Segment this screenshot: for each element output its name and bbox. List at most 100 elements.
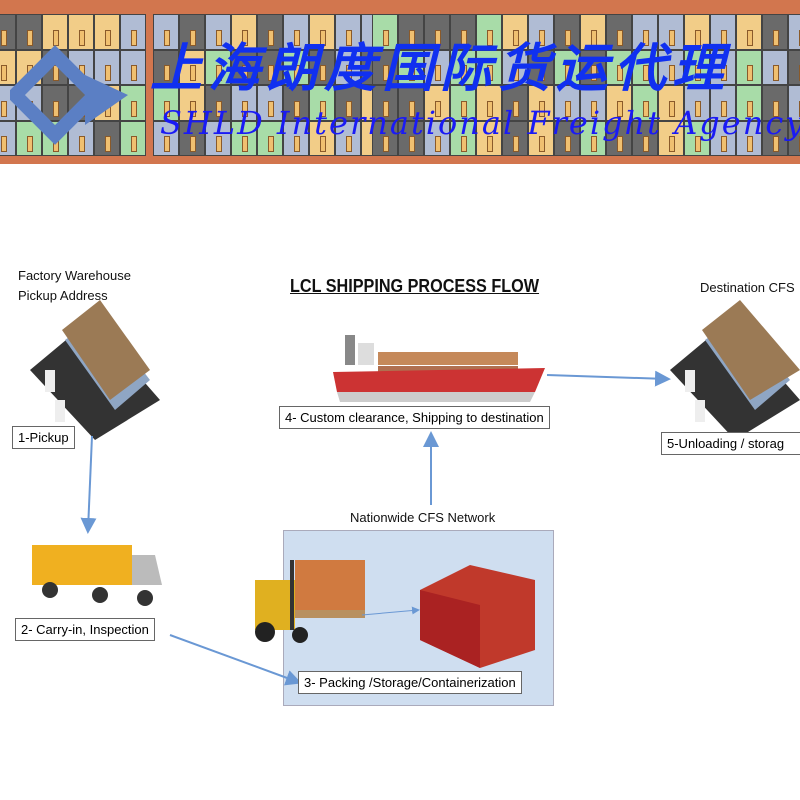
container-box [450, 49, 476, 85]
container-box [554, 49, 580, 85]
container-box [684, 14, 710, 50]
container-box [580, 49, 606, 85]
container-box [554, 14, 580, 50]
container-box [606, 14, 632, 50]
container-box [0, 120, 16, 156]
container-box [231, 85, 257, 121]
container-box [398, 120, 424, 156]
container-box [710, 120, 736, 156]
arrow-forklift-to-container [361, 606, 420, 616]
container-box [94, 49, 120, 85]
container-box [231, 49, 257, 85]
container-ship-icon [333, 335, 545, 402]
arrow-1-to-2 [80, 435, 97, 534]
container-stack [372, 14, 800, 156]
truck-icon [32, 545, 162, 606]
container-box [120, 85, 146, 121]
container-box [528, 49, 554, 85]
container-box [762, 14, 788, 50]
container-box [528, 14, 554, 50]
container-box [257, 14, 283, 50]
container-box [283, 120, 309, 156]
container-box [16, 14, 42, 50]
container-box [94, 14, 120, 50]
container-box [476, 49, 502, 85]
container-box [283, 85, 309, 121]
container-box [283, 49, 309, 85]
container-box [580, 85, 606, 121]
container-box [450, 120, 476, 156]
container-box [94, 120, 120, 156]
step-1-label: 1-Pickup [12, 426, 75, 449]
container-stack [0, 14, 146, 156]
arrow-2-to-3 [169, 634, 302, 686]
container-box [632, 49, 658, 85]
container-box [684, 120, 710, 156]
container-box [632, 85, 658, 121]
company-name-chinese: 上海朗度国际货运代理 [150, 38, 731, 99]
container-box [335, 49, 361, 85]
container-box [42, 14, 68, 50]
container-box [736, 120, 762, 156]
container-box [736, 85, 762, 121]
container-box [309, 120, 335, 156]
container-box [42, 85, 68, 121]
container-box [658, 120, 684, 156]
container-box [762, 120, 788, 156]
container-box [179, 85, 205, 121]
container-box [658, 14, 684, 50]
container-box [68, 14, 94, 50]
company-name-english: SHLD International Freight Agency [160, 104, 800, 142]
container-box [424, 120, 450, 156]
container-box [476, 14, 502, 50]
container-box [257, 85, 283, 121]
container-box [120, 49, 146, 85]
step-4-label: 4- Custom clearance, Shipping to destina… [279, 406, 550, 429]
container-box [153, 49, 179, 85]
arrow-4-to-5 [546, 370, 671, 387]
container-box [762, 85, 788, 121]
container-box [68, 120, 94, 156]
container-box [684, 85, 710, 121]
container-box [424, 14, 450, 50]
step-3-label: 3- Packing /Storage/Containerization [298, 671, 522, 694]
container-box [231, 120, 257, 156]
container-box [179, 49, 205, 85]
container-box [476, 120, 502, 156]
warehouse-origin-icon [30, 300, 160, 440]
warehouse-destination-icon [670, 300, 800, 440]
step-5-label: 5-Unloading / storag [661, 432, 800, 455]
container-box [283, 14, 309, 50]
container-box [424, 85, 450, 121]
container-box [606, 120, 632, 156]
container-box [398, 85, 424, 121]
container-box [684, 49, 710, 85]
container-box [580, 120, 606, 156]
shld-logo-icon [10, 45, 128, 145]
container-box [606, 49, 632, 85]
step-2-label: 2- Carry-in, Inspection [15, 618, 155, 641]
container-box [502, 14, 528, 50]
container-box [372, 120, 398, 156]
shipping-container-icon [420, 565, 535, 668]
container-box [120, 14, 146, 50]
container-box [257, 49, 283, 85]
company-banner: 上海朗度国际货运代理 SHLD International Freight Ag… [0, 0, 800, 164]
container-stack [153, 14, 387, 156]
container-box [257, 120, 283, 156]
container-box [424, 49, 450, 85]
cfs-caption: Nationwide CFS Network [350, 510, 496, 525]
container-box [205, 85, 231, 121]
container-box [554, 85, 580, 121]
container-box [398, 49, 424, 85]
container-box [372, 85, 398, 121]
container-box [502, 120, 528, 156]
container-box [710, 85, 736, 121]
container-box [153, 14, 179, 50]
container-box [0, 14, 16, 50]
container-box [309, 85, 335, 121]
container-box [580, 14, 606, 50]
container-box [0, 49, 16, 85]
container-box [205, 49, 231, 85]
container-box [372, 49, 398, 85]
